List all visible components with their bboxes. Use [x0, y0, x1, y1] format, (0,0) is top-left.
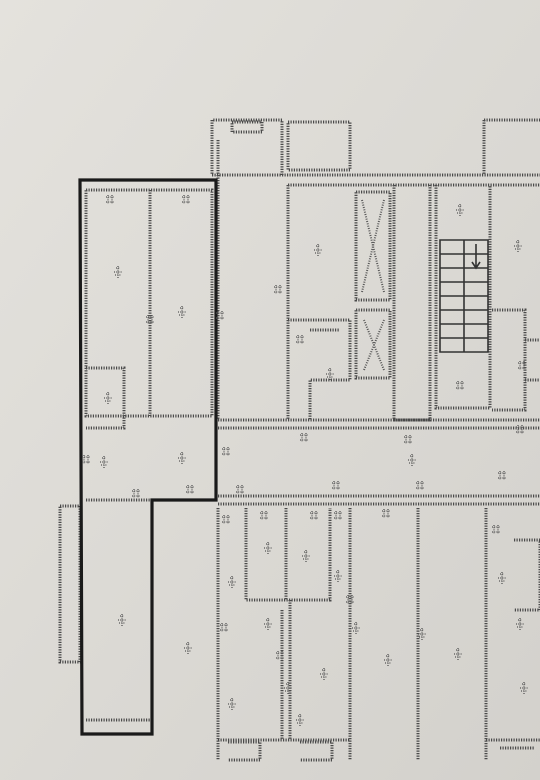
- lower-block-walls: [216, 508, 540, 762]
- lower-bath-1: [244, 508, 332, 602]
- lower-balcony-1: [228, 740, 262, 762]
- stair-arrow: [471, 244, 481, 270]
- hl-bath: [86, 366, 126, 430]
- hl-inner-upper: [84, 188, 214, 418]
- lower-wall-290: [280, 600, 292, 740]
- apartment-outline: [78, 178, 218, 736]
- elevator-shaft-1: [354, 190, 392, 302]
- stair-frame: [439, 239, 489, 353]
- upper-bath: [288, 318, 352, 420]
- hl-loggia: [58, 504, 82, 664]
- lower-balcony-2: [300, 740, 334, 762]
- right-wet-block: [492, 308, 527, 412]
- top-vent-left: [230, 120, 264, 134]
- staircase: [439, 239, 489, 353]
- elevator-shaft-2: [354, 308, 392, 380]
- lower-right-bath: [514, 538, 540, 612]
- stair-core: [434, 185, 492, 410]
- shaft-column: [392, 185, 432, 422]
- upper-block-walls: [210, 118, 540, 506]
- highlighted-apartment: [58, 178, 218, 736]
- top-balcony-mid: [286, 120, 352, 172]
- elevator-cross-2: [363, 319, 385, 371]
- stair-steps: [440, 253, 488, 339]
